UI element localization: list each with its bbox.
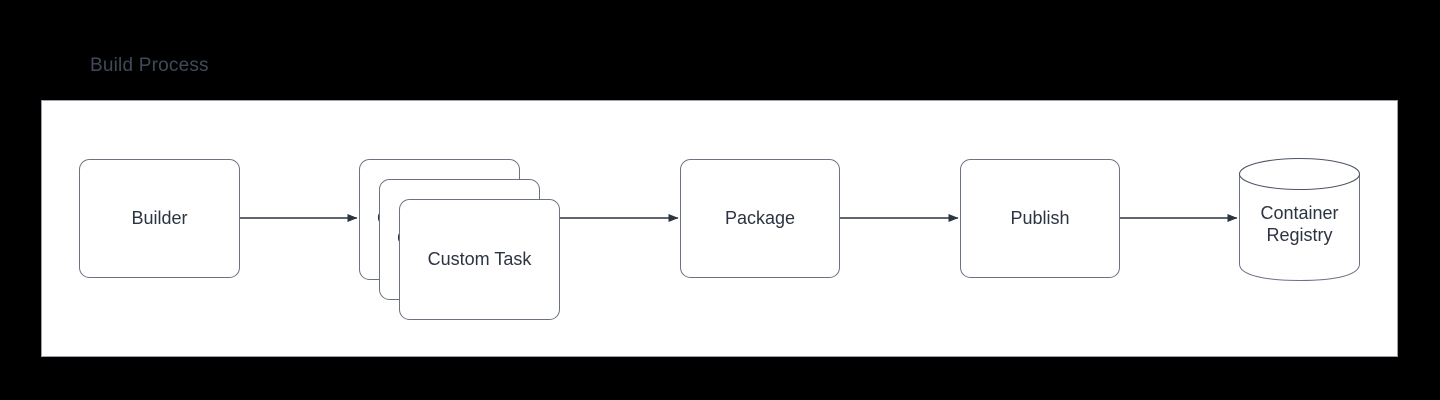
page-title: Build Process bbox=[90, 55, 209, 76]
diagram-panel bbox=[41, 100, 1398, 357]
